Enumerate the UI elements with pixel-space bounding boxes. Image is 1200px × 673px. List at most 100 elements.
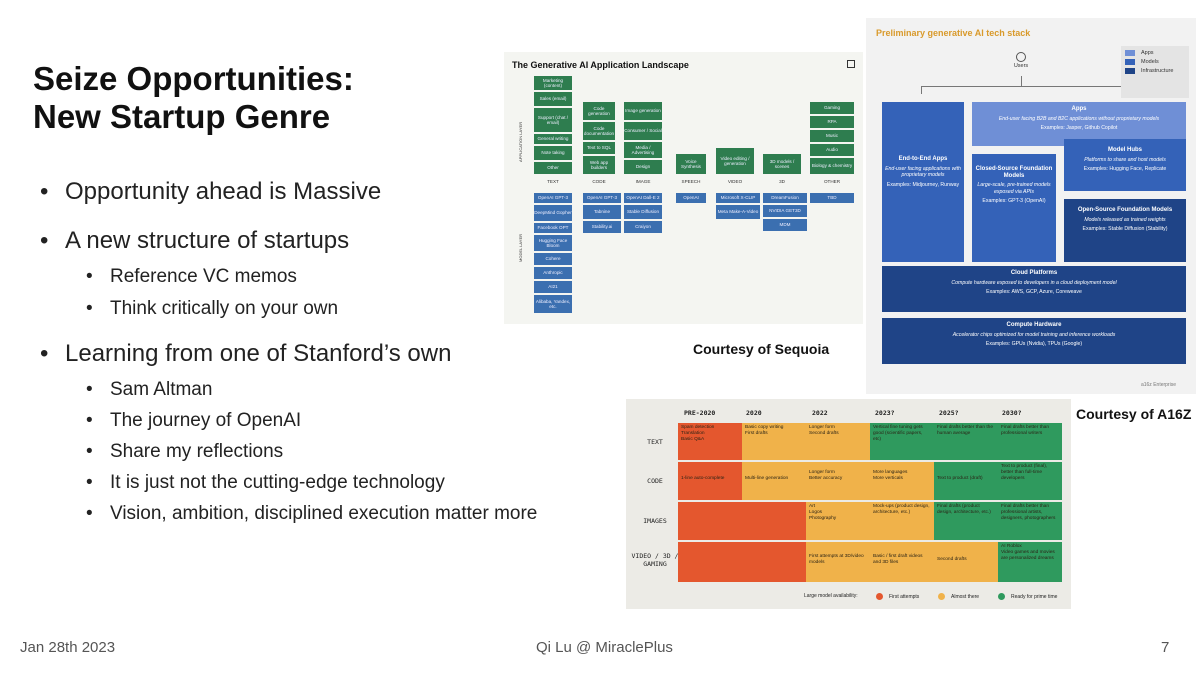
timeline-cell	[742, 542, 806, 582]
seq-category-label: VIDEO	[727, 179, 743, 184]
seq-app-cell: Marketing (content)	[534, 76, 572, 90]
timeline-column-header: 2030?	[1002, 409, 1022, 417]
timeline-cell	[678, 502, 742, 540]
seq-app-cell: Consumer / Social	[624, 122, 662, 140]
seq-model-cell: DreamFusion	[763, 193, 807, 203]
seq-model-cell: Stability.ai	[583, 221, 621, 233]
seq-app-cell: Code generation	[583, 102, 615, 120]
courtesy-sequoia-caption: Courtesy of Sequoia	[693, 341, 830, 357]
seq-model-cell: MDM	[763, 219, 807, 231]
seq-category-label: SPEECH	[681, 179, 701, 184]
timeline-cell	[678, 542, 742, 582]
seq-app-cell: Biology & chemistry	[810, 158, 854, 174]
timeline-cell: Basic / first draft videos and 3D files	[870, 542, 934, 582]
seq-category-label: TEXT	[547, 179, 559, 184]
seq-app-cell: Note taking	[534, 146, 572, 160]
legend-infrastructure: Infrastructure	[1125, 68, 1185, 74]
sub-bullet-item: It is just not the cutting-edge technolo…	[40, 471, 600, 495]
seq-model-cell: Hugging Face Bloom	[534, 235, 572, 251]
legend-dot	[876, 593, 883, 600]
apps-heading: Apps	[1071, 106, 1087, 112]
courtesy-a16z-caption: Courtesy of A16Z	[1076, 406, 1192, 422]
open-source-models-box: Open-Source Foundation Models Models rel…	[1064, 199, 1186, 262]
a16z-enterprise-logo: a16z Enterprise	[1140, 382, 1176, 388]
seq-model-cell: DeepMind Gopher	[534, 205, 572, 221]
model-layer-label: MODEL LAYER	[518, 233, 523, 262]
hubs-heading: Model Hubs	[1108, 147, 1142, 153]
model-hubs-box: Model Hubs Platforms to share and host m…	[1064, 139, 1186, 191]
hw-examples: Examples: GPUs (Nvidia), TPUs (Google)	[985, 341, 1083, 347]
timeline-row-label: IMAGES	[643, 517, 667, 525]
sub-bullet-item: Vision, ambition, disciplined execution …	[40, 502, 600, 526]
closed-heading: Closed-Source Foundation Models	[975, 166, 1053, 179]
cloud-examples: Examples: AWS, GCP, Azure, Coreweave	[986, 289, 1082, 295]
timeline-column-header: 2020	[746, 409, 762, 417]
tech-stack-legend: Apps Models Infrastructure	[1121, 46, 1189, 98]
sub-bullet-item: Reference VC memos	[40, 265, 600, 289]
open-examples: Examples: Stable Diffusion (Stability)	[1082, 226, 1168, 232]
e2e-heading: End-to-End Apps	[898, 156, 948, 162]
footer-page-number: 7	[1161, 639, 1170, 656]
seq-model-cell: Stable Diffusion	[624, 205, 662, 219]
seq-app-cell: Image generation	[624, 102, 662, 120]
timeline-cell: Vertical fine tuning gets good (scientif…	[870, 423, 934, 460]
timeline-cell: Final drafts (product design, architectu…	[934, 502, 998, 540]
seq-model-cell: NVIDIA GET3D	[763, 205, 807, 217]
connector-line	[921, 86, 922, 94]
e2e-examples: Examples: Midjourney, Runway	[886, 181, 960, 188]
sequoia-logo-icon	[847, 60, 855, 68]
timeline-cell: Final drafts better than professional ar…	[998, 502, 1062, 540]
hw-heading: Compute Hardware	[1006, 322, 1062, 328]
timeline-column-header: 2023?	[875, 409, 895, 417]
timeline-cell: Final drafts better than professional wr…	[998, 423, 1062, 460]
seq-app-cell: General writing	[534, 134, 572, 144]
legend-text: Ready for prime time	[1011, 593, 1058, 600]
cloud-heading: Cloud Platforms	[1010, 270, 1058, 276]
title-line-1: Seize Opportunities:	[33, 60, 354, 97]
bullet-item: Learning from one of Stanford’s own	[40, 340, 600, 368]
seq-category-label: IMAGE	[635, 179, 651, 184]
legend-swatch	[1125, 50, 1135, 56]
seq-app-cell: Text to SQL	[583, 142, 615, 154]
timeline-column-header: PRE-2020	[684, 409, 716, 417]
ai-tech-stack-figure: Preliminary generative AI tech stack Use…	[866, 18, 1196, 394]
timeline-column-header: 2022	[812, 409, 828, 417]
cloud-platforms-box: Cloud Platforms Compute hardware exposed…	[882, 266, 1186, 312]
timeline-cell: Longer form Better accuracy	[806, 462, 870, 500]
seq-model-cell: Alibaba, Yandex, etc.	[534, 295, 572, 313]
sub-bullet-item: Think critically on your own	[40, 297, 600, 321]
legend-first-attempts: First attempts	[876, 593, 919, 600]
timeline-row-label: CODE	[647, 477, 663, 485]
seq-model-cell: Meta Make-A-Video	[716, 205, 760, 219]
tech-stack-title: Preliminary generative AI tech stack	[876, 28, 1031, 38]
closed-examples: Examples: GPT-3 (OpenAI)	[982, 198, 1046, 204]
seq-app-cell: RPA	[810, 116, 854, 128]
seq-category-label: OTHER	[823, 179, 841, 184]
end-to-end-apps-box: End-to-End Apps End-user facing applicat…	[882, 102, 964, 262]
seq-model-cell: Anthropic	[534, 267, 572, 279]
timeline-cell: Final drafts better than the human avera…	[934, 423, 998, 460]
cloud-desc: Compute hardware exposed to developers i…	[951, 279, 1117, 286]
users-icon	[1016, 52, 1026, 62]
seq-category-label: 3D	[779, 179, 785, 184]
connector-line	[1021, 76, 1022, 86]
legend-dot	[998, 593, 1005, 600]
seq-app-cell: Design	[624, 160, 662, 174]
seq-app-cell: Media / Advertising	[624, 142, 662, 158]
seq-category-label: CODE	[592, 179, 606, 184]
legend-swatch	[1125, 68, 1135, 74]
legend-almost-there: Almost there	[938, 593, 979, 600]
seq-model-cell: OpenAI GPT-3	[583, 193, 621, 203]
timeline-cell: AI Roblox Video games and movies are per…	[998, 542, 1062, 582]
footer-author: Qi Lu @ MiraclePlus	[536, 639, 673, 656]
legend-label: Apps	[1141, 50, 1154, 56]
timeline-cell: Multi-line generation	[742, 462, 806, 500]
legend-dot	[938, 593, 945, 600]
legend-swatch	[1125, 59, 1135, 65]
apps-desc: End-user facing B2B and B2C applications…	[998, 115, 1160, 122]
timeline-cell: Longer form Second drafts	[806, 423, 870, 460]
legend-ready: Ready for prime time	[998, 593, 1057, 600]
timeline-cell: Spam detection Translation Basic Q&A	[678, 423, 742, 460]
users-node: Users	[1006, 52, 1036, 69]
slide-title: Seize Opportunities: New Startup Genre	[33, 60, 354, 136]
